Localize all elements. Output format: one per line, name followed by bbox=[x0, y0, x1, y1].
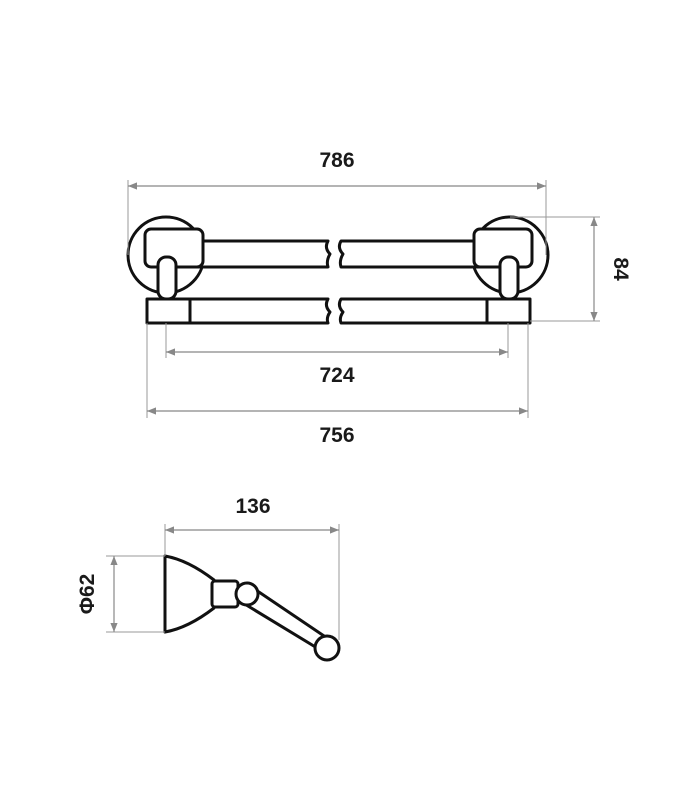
side-view: 136 Φ62 bbox=[76, 495, 341, 662]
dim-62-label: Φ62 bbox=[76, 574, 99, 615]
dim-136-label: 136 bbox=[235, 495, 270, 518]
connector-block bbox=[210, 579, 240, 609]
dim-786-label: 786 bbox=[319, 149, 354, 172]
front-view: 786 84 724 756 bbox=[126, 149, 632, 447]
right-support bbox=[498, 255, 520, 301]
dim-84-label: 84 bbox=[609, 257, 632, 281]
pivot-ball bbox=[234, 581, 260, 607]
lower-bar-left bbox=[145, 297, 332, 325]
dim-724-label: 724 bbox=[319, 364, 354, 387]
upper-bar-right bbox=[337, 239, 488, 269]
end-ball bbox=[313, 634, 341, 662]
left-support bbox=[156, 255, 178, 301]
upper-bar-left bbox=[188, 239, 332, 269]
wall-flange bbox=[163, 554, 216, 634]
dim-756-label: 756 bbox=[319, 424, 354, 447]
lower-bar-right bbox=[337, 297, 532, 325]
